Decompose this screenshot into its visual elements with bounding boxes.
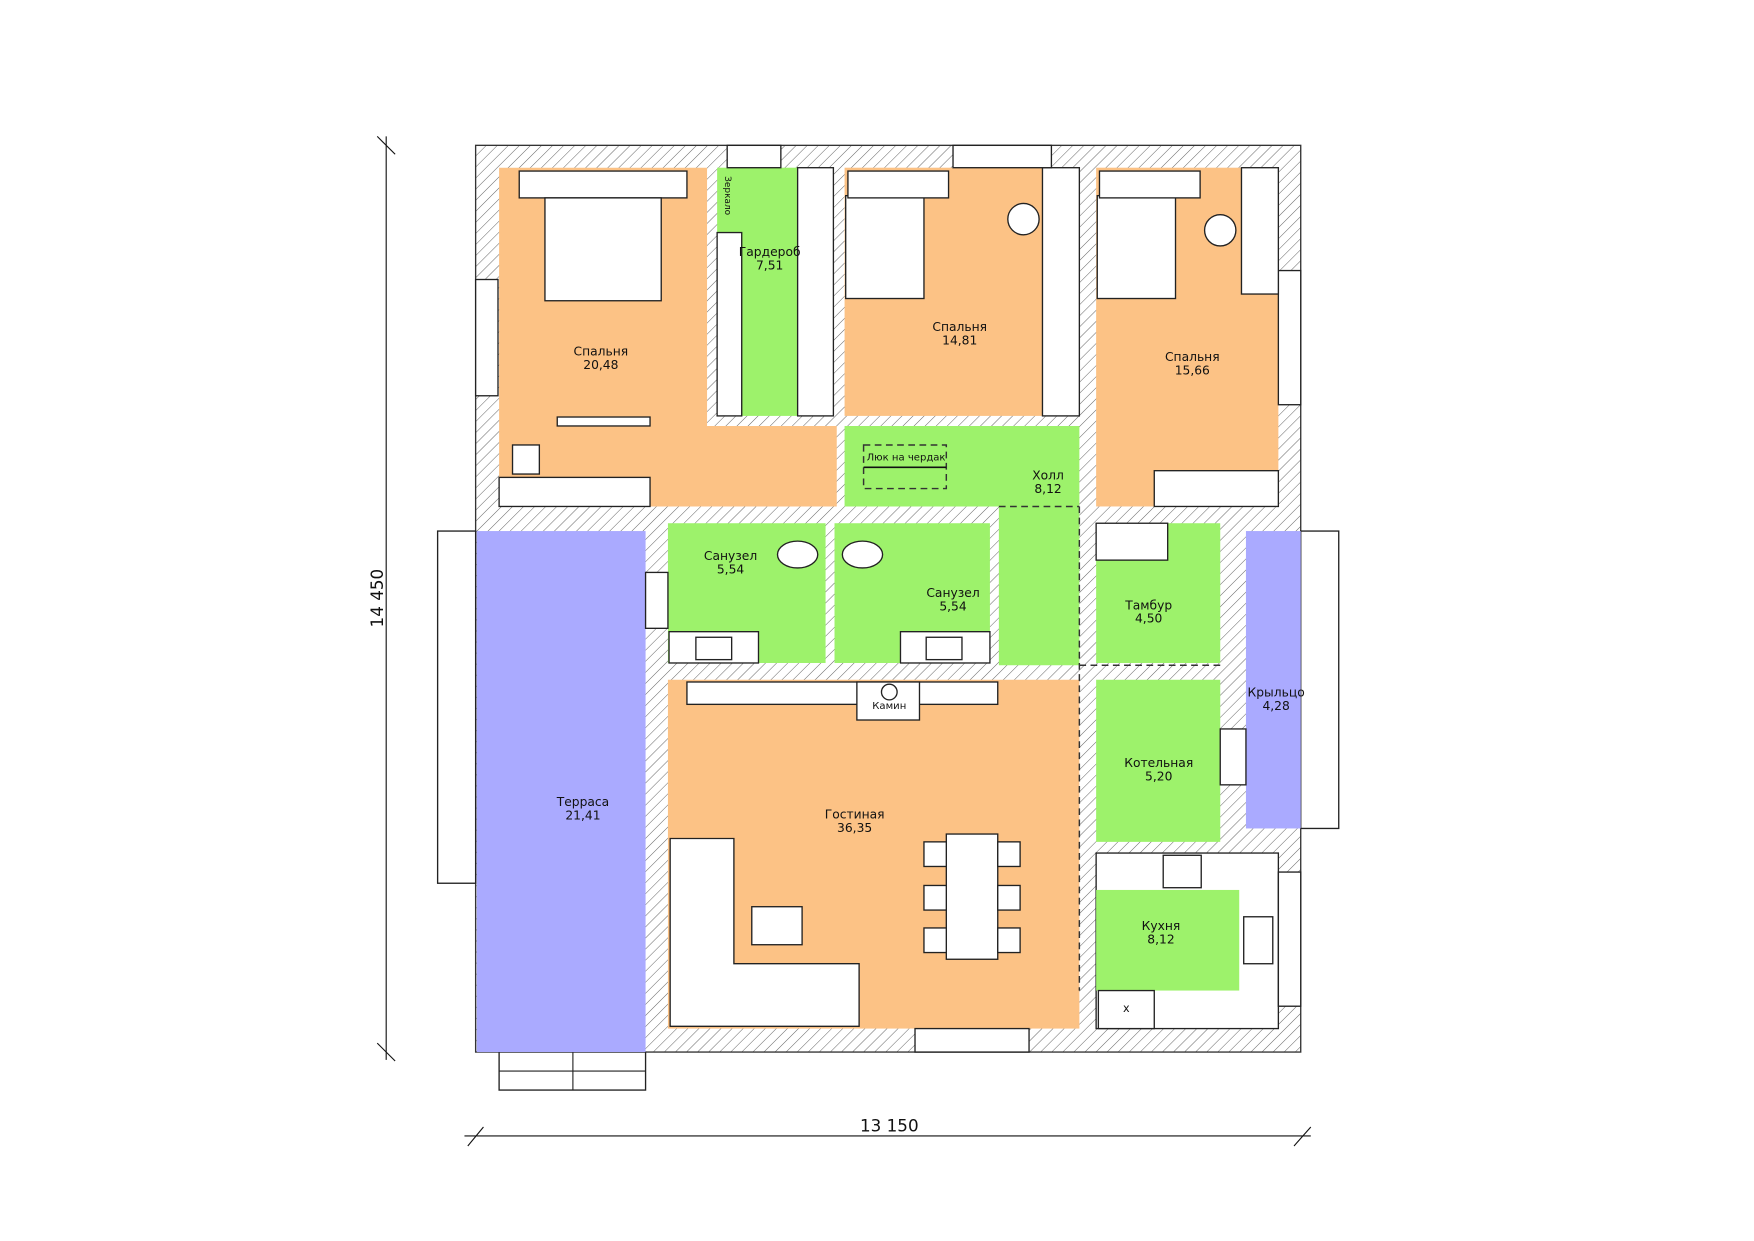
room-terrace [476, 531, 646, 1053]
label-boiler: Котельная [1124, 756, 1193, 770]
area-boiler: 5,20 [1145, 769, 1172, 783]
area-hall: 8,12 [1034, 482, 1061, 496]
area-porch: 4,28 [1262, 699, 1289, 713]
area-vestibule: 4,50 [1135, 612, 1162, 626]
label-porch: Крыльцо [1248, 686, 1305, 700]
room-kitchen [1096, 889, 1240, 991]
area-living: 36,35 [837, 821, 872, 835]
bedroom2-closet [1041, 167, 1081, 417]
label-hall: Холл [1032, 469, 1064, 483]
label-bedroom-3: Спальня [1165, 350, 1220, 364]
dimension-vertical: 14 450 [367, 136, 396, 1062]
area-bedroom-2: 14,81 [942, 333, 977, 347]
dimension-width: 13 150 [860, 1115, 919, 1135]
wardrobe-closet [796, 167, 835, 417]
label-fridge-mark: x [1123, 1002, 1130, 1015]
windows [474, 144, 1302, 1053]
fridge [1097, 989, 1155, 1030]
stove [1162, 854, 1202, 889]
single-bed [1096, 194, 1177, 300]
porch-rail [1300, 530, 1340, 830]
label-fireplace: Камин [872, 701, 906, 712]
label-terrace: Терраса [556, 795, 609, 809]
area-bedroom-master: 20,48 [583, 358, 618, 372]
dimension-height: 14 450 [367, 569, 387, 628]
label-living: Гостиная [825, 807, 885, 821]
dining-table [945, 833, 999, 960]
label-bathroom-2: Санузел [926, 586, 979, 600]
label-wardrobe: Гардероб [739, 245, 801, 259]
single-bed [845, 194, 925, 300]
area-kitchen: 8,12 [1147, 933, 1174, 947]
furniture [498, 167, 1280, 1030]
label-bathroom-1: Санузел [704, 549, 757, 563]
area-wardrobe: 7,51 [756, 258, 783, 272]
dimension-horizontal: 13 150 [464, 1115, 1312, 1147]
label-kitchen: Кухня [1142, 919, 1181, 933]
room-labels: Спальня 20,48 Гардероб 7,51 Спальня 14,8… [556, 176, 1305, 1015]
sink [1243, 916, 1274, 965]
sofa [669, 837, 860, 1028]
double-bed [544, 197, 662, 302]
label-bedroom-2: Спальня [932, 320, 987, 334]
room-porch [1245, 531, 1301, 829]
area-bathroom-1: 5,54 [717, 563, 745, 577]
room-hall [844, 425, 1080, 666]
label-attic-hatch: Люк на чердак [867, 453, 946, 464]
area-bathroom-2: 5,54 [939, 599, 967, 613]
room-boiler [1096, 679, 1221, 842]
coffee-table [751, 906, 803, 946]
terrace-rail [436, 530, 477, 884]
area-bedroom-3: 15,66 [1175, 364, 1210, 378]
area-terrace: 21,41 [565, 809, 600, 823]
label-bedroom-master: Спальня [574, 345, 629, 359]
label-mirror: Зеркало [722, 176, 732, 215]
label-vestibule: Тамбур [1124, 598, 1172, 612]
